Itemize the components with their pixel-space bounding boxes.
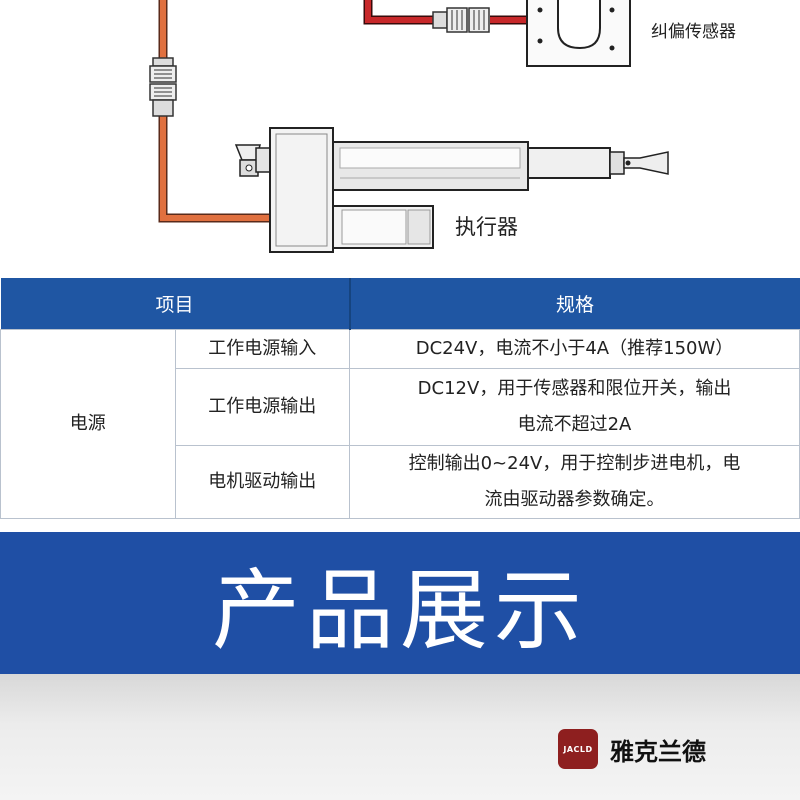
actuator-icon xyxy=(234,127,669,253)
spec-line: 控制输出0~24V，用于控制步进电机，电 xyxy=(408,453,741,474)
footer: JACLD 雅克兰德 xyxy=(0,674,800,800)
item-cell: 工作电源输出 xyxy=(174,368,350,446)
product-banner: 产品展示 xyxy=(0,532,800,674)
orange-cable xyxy=(158,0,270,223)
spec-line: 电流不超过2A xyxy=(517,414,632,435)
table-row: 电源 工作电源输入 DC24V，电流不小于4A（推荐150W） xyxy=(0,329,800,519)
item-cell: 工作电源输入 xyxy=(174,329,350,369)
brand-logo-icon: JACLD xyxy=(558,729,598,769)
deviation-sensor-icon xyxy=(526,0,631,67)
sensor-label: 纠偏传感器 xyxy=(651,22,736,42)
header-item: 项目 xyxy=(0,278,351,330)
spec-line: 流由驱动器参数确定。 xyxy=(484,489,665,510)
wiring-diagram-graphic xyxy=(149,0,669,253)
spec-line: DC12V，用于传感器和限位开关，输出 xyxy=(417,378,732,399)
red-cable xyxy=(363,0,530,25)
table-header-row: 项目 规格 xyxy=(0,278,800,330)
spec-cell: DC12V，用于传感器和限位开关，输出 电流不超过2A xyxy=(349,368,800,446)
sensor-connector-icon xyxy=(432,7,490,33)
wiring-diagram: 纠偏传感器 执行器 xyxy=(0,0,800,262)
table-row: 电机驱动输出 控制输出0~24V，用于控制步进电机，电 流由驱动器参数确定。 xyxy=(1,445,800,519)
spec-table: 项目 规格 电源 工作电源输入 DC24V，电流不小于4A（推荐150W） 工作… xyxy=(0,278,800,519)
spec-cell: 控制输出0~24V，用于控制步进电机，电 流由驱动器参数确定。 xyxy=(349,445,800,519)
brand-name: 雅克兰德 xyxy=(610,737,706,766)
banner-title: 产品展示 xyxy=(211,558,588,662)
spec-line: DC24V，电流不小于4A（推荐150W） xyxy=(415,338,734,359)
group-cell: 电源 xyxy=(0,329,176,519)
header-spec: 规格 xyxy=(349,278,800,330)
brand: JACLD 雅克兰德 xyxy=(558,729,706,769)
item-cell: 电机驱动输出 xyxy=(174,445,350,519)
actuator-label: 执行器 xyxy=(455,215,518,239)
spec-cell: DC24V，电流不小于4A（推荐150W） xyxy=(349,329,800,369)
table-row: 工作电源输出 DC12V，用于传感器和限位开关，输出 电流不超过2A xyxy=(1,368,800,446)
cable-connector-icon xyxy=(149,57,177,117)
